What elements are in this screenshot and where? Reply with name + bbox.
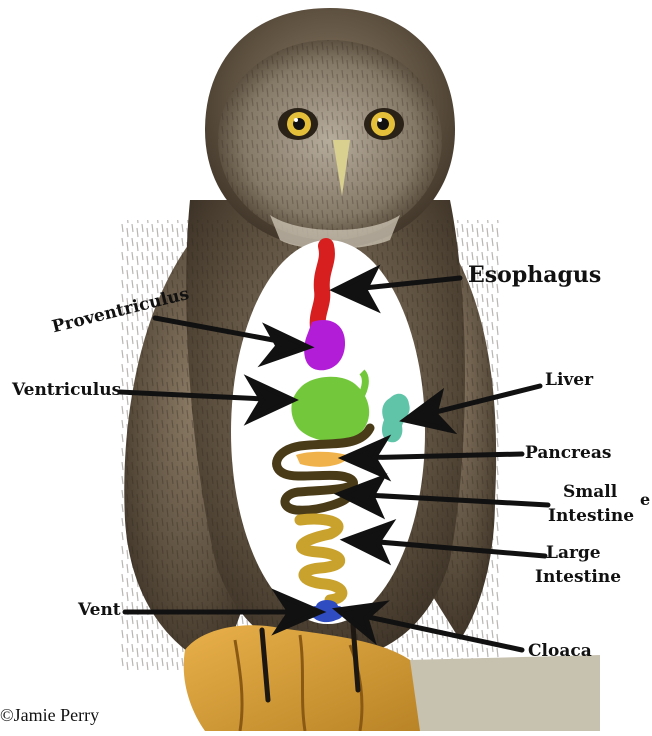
label-pancreas: Pancreas: [525, 443, 611, 463]
label-liver: Liver: [545, 370, 593, 390]
stray-letter: e: [640, 490, 650, 509]
label-small-intestine-line1: Small: [563, 482, 617, 502]
label-cloaca: Cloaca: [528, 641, 592, 661]
owl-left-eye: [278, 108, 318, 140]
label-large-intestine-line2: Intestine: [535, 567, 621, 587]
label-esophagus: Esophagus: [468, 262, 601, 288]
label-small-intestine-line2: Intestine: [548, 506, 634, 526]
esophagus-organ: [318, 246, 327, 328]
label-vent: Vent: [78, 600, 121, 620]
photo-credit: ©Jamie Perry: [0, 705, 99, 726]
owl-right-eye: [364, 108, 404, 140]
ventriculus-organ: [291, 377, 369, 442]
label-ventriculus: Ventriculus: [12, 380, 121, 400]
label-large-intestine-line1: Large: [546, 543, 601, 563]
